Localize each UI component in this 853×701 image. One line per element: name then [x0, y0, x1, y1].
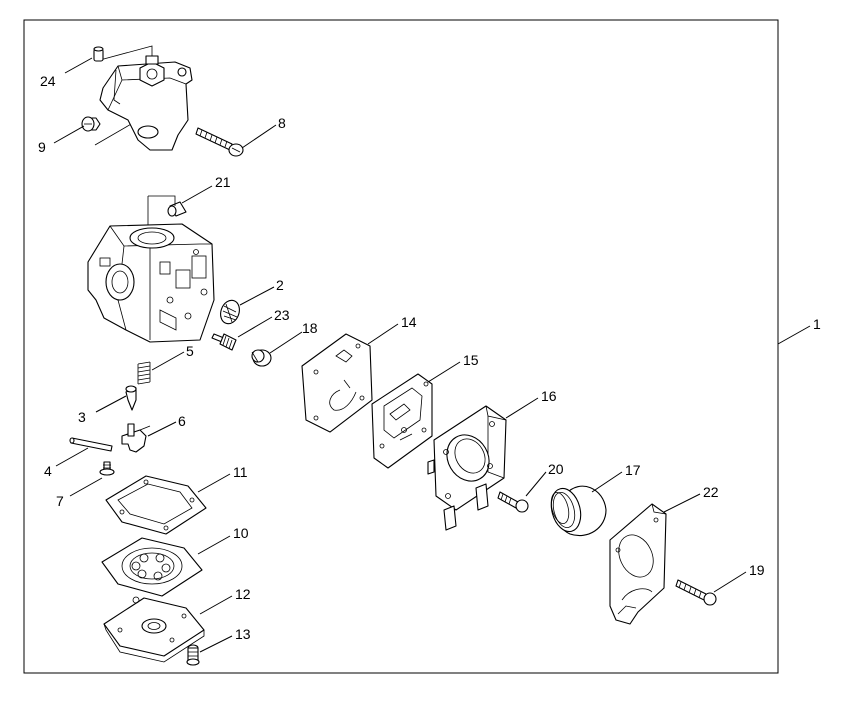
callout-21: 21	[215, 174, 231, 190]
callout-4: 4	[44, 463, 52, 479]
part-needle-23	[211, 333, 237, 351]
part-spring-5	[137, 361, 151, 385]
part-diaphragm-10	[101, 537, 203, 597]
part-gasket-11	[105, 475, 207, 535]
callout-19: 19	[749, 562, 765, 578]
callout-2: 2	[276, 277, 284, 293]
callout-17: 17	[625, 462, 641, 478]
part-gasket-15	[371, 373, 433, 469]
part-gasket-14	[301, 333, 373, 433]
callout-13: 13	[235, 626, 251, 642]
part-cover-12	[103, 596, 205, 663]
part-screw-19	[675, 579, 717, 606]
part-bulb-17	[550, 485, 607, 536]
callout-5: 5	[186, 343, 194, 359]
callout-9: 9	[38, 139, 46, 155]
callout-11: 11	[233, 464, 248, 480]
callout-16: 16	[541, 388, 557, 404]
callout-3: 3	[78, 409, 86, 425]
part-cap-18	[251, 349, 272, 367]
part-screen-2	[220, 299, 240, 325]
part-retainer-22	[609, 503, 667, 625]
part-carb-body	[87, 223, 215, 343]
callout-8: 8	[278, 115, 286, 131]
callout-6: 6	[178, 413, 186, 429]
part-screw-20	[497, 491, 529, 513]
callout-15: 15	[463, 352, 479, 368]
callout-23: 23	[274, 307, 290, 323]
callout-10: 10	[233, 525, 249, 541]
callout-18: 18	[302, 320, 318, 336]
callout-14: 14	[401, 314, 417, 330]
leader-lines	[53, 57, 811, 653]
callout-24: 24	[40, 73, 56, 89]
callout-labels: 1 2 3 4 5 6 7 8 9 10 11 12 13 14 15 16 1…	[38, 73, 821, 642]
callout-12: 12	[235, 586, 251, 602]
callout-20: 20	[548, 461, 564, 477]
part-plug-21	[147, 195, 187, 236]
part-pump-16	[427, 405, 507, 531]
part-lever-6	[121, 423, 151, 453]
part-screw-7	[99, 461, 115, 476]
part-screw-13	[186, 644, 200, 666]
part-screw-9	[81, 116, 101, 132]
callout-1: 1	[813, 316, 821, 332]
callout-22: 22	[703, 484, 719, 500]
part-screw-8	[195, 127, 244, 157]
part-top-cover	[93, 45, 193, 151]
callout-7: 7	[56, 493, 64, 509]
part-valve-3	[125, 385, 137, 411]
diagram-frame	[23, 19, 779, 674]
part-pin-4	[69, 437, 113, 452]
